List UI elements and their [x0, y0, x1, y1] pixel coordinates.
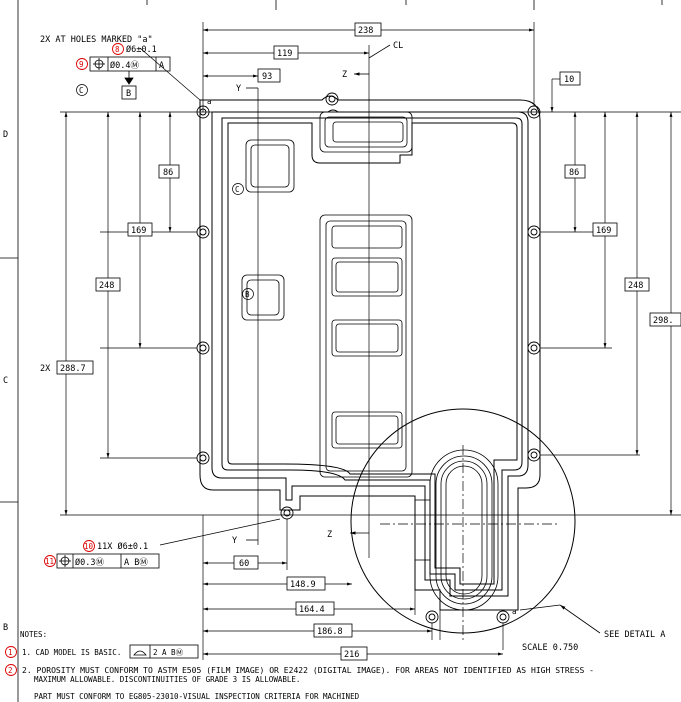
bosses: [241, 139, 295, 321]
dim-119: 119: [277, 49, 292, 59]
label-y-top: Y: [236, 84, 241, 94]
scale-label: SCALE 0.750: [522, 643, 578, 653]
notes-heading: NOTES:: [20, 630, 47, 639]
svg-text:11: 11: [45, 557, 54, 566]
dim-93: 93: [262, 72, 272, 82]
dim-186-8: 186.8: [317, 627, 343, 637]
mounting-holes: [196, 92, 541, 624]
callout-11-tolerance: Ø0.3Ⓜ: [75, 557, 104, 568]
detail-slot: [415, 449, 499, 611]
dim-288-prefix: 2X: [40, 364, 51, 374]
dim-238: 238: [358, 26, 373, 36]
dimension-lines: [64, 28, 673, 656]
callout-9-datum: A: [159, 61, 164, 71]
dim-86-left: 86: [163, 168, 173, 178]
hole-mark-a-top: a: [207, 97, 212, 106]
callout-11-datums: A BⓂ: [124, 558, 148, 568]
feature-control-frame-11: [56, 553, 160, 569]
dim-164-4: 164.4: [299, 605, 325, 615]
extension-lines: [60, 22, 681, 660]
axis-indicators: [246, 44, 601, 634]
label-z-top: Z: [342, 70, 347, 80]
callout-9-tolerance: Ø0.4Ⓜ: [110, 60, 139, 71]
dim-86-right: 86: [569, 168, 579, 178]
note-1-frame: [129, 644, 199, 659]
note-1: 1. CAD MODEL IS BASIC.: [22, 648, 121, 657]
dim-216: 216: [344, 650, 359, 660]
zone-label-b: B: [3, 623, 8, 633]
datum-b-symbol-part: B: [242, 288, 254, 300]
dim-298: 298.: [653, 316, 673, 326]
feature-control-frame-9: [89, 56, 171, 100]
note-3: PART MUST CONFORM TO EG805-23010-VISUAL …: [34, 692, 360, 701]
dim-288: 288.7: [60, 364, 86, 374]
balloon-10: 10: [83, 540, 95, 552]
note-2-line-2: MAXIMUM ALLOWABLE. DISCONTINUITIES OF GR…: [34, 675, 300, 684]
note-2-line-1: 2. POROSITY MUST CONFORM TO ASTM E505 (F…: [22, 666, 594, 675]
holes-note: 2X AT HOLES MARKED "a": [40, 35, 153, 45]
note-2-balloon: 2: [5, 664, 17, 676]
label-z-bottom: Z: [327, 530, 332, 540]
svg-text:9: 9: [79, 60, 84, 69]
dim-boxes: [56, 22, 681, 661]
centerlines: [257, 45, 560, 640]
datum-c-symbol: C: [76, 84, 88, 96]
dim-248-left: 248: [99, 281, 114, 291]
svg-text:C: C: [79, 86, 84, 95]
svg-text:B: B: [245, 290, 250, 299]
callout-10-text: 11X Ø6±0.1: [97, 541, 148, 552]
dim-169-right: 169: [596, 226, 611, 236]
zone-label-c: C: [3, 376, 8, 386]
balloon-9: 9: [76, 58, 88, 70]
svg-text:1: 1: [8, 648, 13, 657]
part-outline: [199, 95, 541, 611]
zone-label-d: D: [3, 130, 8, 140]
see-detail-label: SEE DETAIL A: [604, 630, 665, 640]
note-1-frame-datums: 2 A BⓂ: [153, 648, 184, 657]
pocket-ribs: [319, 111, 413, 478]
dim-169-left: 169: [131, 226, 146, 236]
balloon-11: 11: [44, 555, 56, 567]
callout-8-text: Ø6±0.1: [126, 44, 157, 55]
dim-60: 60: [239, 559, 249, 569]
datum-c-symbol-part: C: [232, 183, 244, 195]
svg-text:8: 8: [115, 45, 120, 54]
svg-text:2: 2: [8, 666, 13, 675]
svg-text:10: 10: [84, 542, 94, 551]
label-cl: CL: [393, 41, 403, 51]
note-1-balloon: 1: [5, 646, 17, 658]
label-y-bottom: Y: [232, 536, 237, 546]
dim-248-right: 248: [628, 281, 643, 291]
dim-148-9: 148.9: [290, 580, 316, 590]
callout-9-datum-b: B: [126, 89, 131, 99]
sheet-border: [0, 0, 663, 702]
dim-10: 10: [564, 75, 574, 85]
balloon-8: 8: [112, 43, 124, 55]
hole-mark-a-bottom: a: [512, 607, 517, 616]
svg-text:C: C: [235, 185, 240, 194]
